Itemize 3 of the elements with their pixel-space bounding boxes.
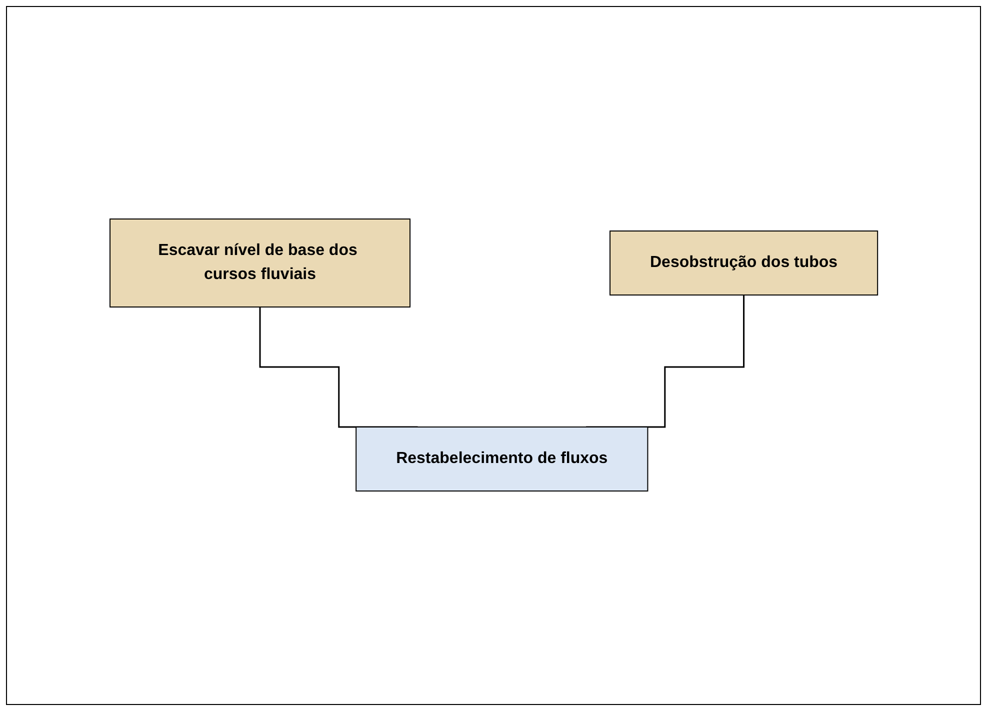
node-box: Desobstrução dos tubos bbox=[609, 230, 878, 296]
node-box: Escavar nível de base dos cursos fluviais bbox=[109, 218, 410, 308]
node-box: Restabelecimento de fluxos bbox=[355, 426, 648, 492]
